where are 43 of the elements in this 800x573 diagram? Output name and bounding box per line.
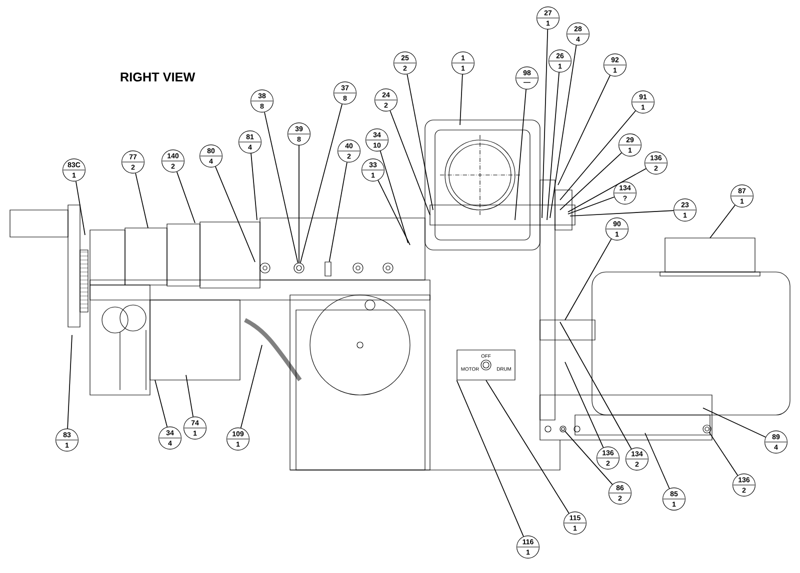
leader-line: [214, 166, 256, 262]
leader-line: [67, 334, 72, 429]
view-title: RIGHT VIEW: [120, 72, 196, 82]
leader-line: [76, 180, 86, 236]
leader-line: [568, 196, 615, 214]
leader-line: [568, 168, 646, 212]
leader-line: [550, 44, 577, 218]
leader-line: [264, 112, 298, 264]
leader-line: [460, 74, 463, 126]
leader-line: [486, 380, 570, 514]
leader-line: [542, 29, 548, 218]
leader-line: [564, 362, 604, 448]
leader-line: [564, 431, 613, 485]
fitting: [324, 262, 332, 276]
leader-line: [186, 374, 194, 418]
leader-line: [378, 180, 410, 246]
leader-line: [560, 110, 636, 200]
leader-line: [560, 322, 632, 450]
leader-line: [708, 432, 738, 476]
leader-line: [456, 380, 524, 537]
leader-line: [300, 104, 342, 264]
leader-line: [514, 89, 526, 220]
leader-line: [570, 210, 674, 216]
leader-line: [702, 408, 766, 438]
leader-line: [240, 344, 262, 428]
leader-line: [546, 72, 560, 220]
leader-line: [558, 74, 610, 186]
leader-line: [406, 74, 434, 210]
leader-line: [154, 380, 168, 428]
leader-line: [328, 162, 348, 262]
screw-head: [560, 426, 566, 432]
leader-line: [644, 432, 670, 489]
leader-line: [564, 238, 612, 320]
leader-line: [250, 153, 258, 220]
leader-line: [176, 171, 196, 224]
leader-line: [390, 110, 430, 216]
leader-line: [710, 204, 736, 238]
leader-line: [380, 150, 408, 244]
screw-head: [702, 424, 712, 434]
screw-head: [294, 262, 304, 274]
leader-line: [560, 152, 622, 210]
leader-line: [298, 145, 300, 264]
leader-line: [135, 172, 148, 228]
